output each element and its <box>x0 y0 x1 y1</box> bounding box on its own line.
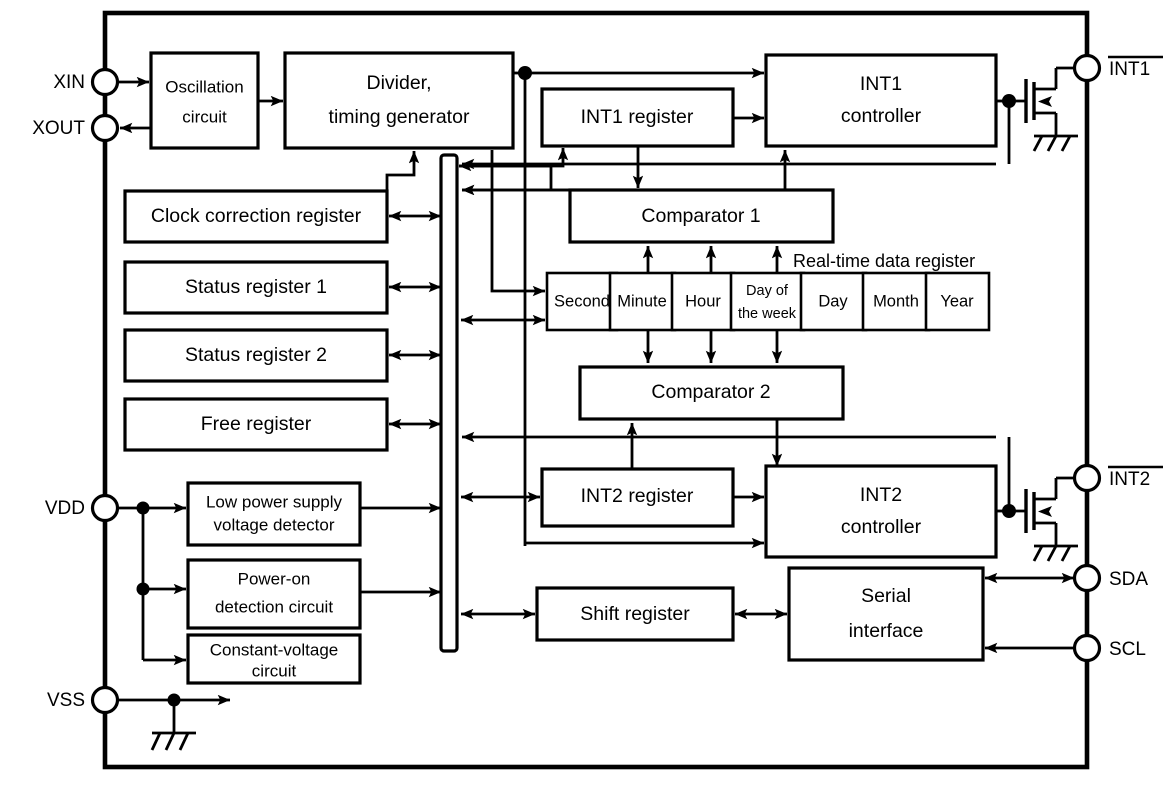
pin-vdd-label: VDD <box>45 498 85 519</box>
block-oscillation-circuit[interactable]: Oscillation circuit <box>149 51 260 150</box>
pin-int2[interactable]: INT2 <box>1072 463 1164 493</box>
block-oscillation-line2: circuit <box>182 107 227 126</box>
block-serial-interface[interactable]: Serial interface <box>787 566 985 662</box>
block-status-register-1[interactable]: Status register 1 <box>123 260 389 315</box>
pin-int1-label: INT1 <box>1109 59 1150 80</box>
block-int1-controller[interactable]: INT1 controller <box>764 53 998 148</box>
block-divider-timing-generator[interactable]: Divider, timing generator <box>283 51 515 150</box>
block-divider-line2: timing generator <box>329 106 470 128</box>
block-int2-controller-line1: INT2 <box>860 484 902 506</box>
cell-day-of-week-line1: Day of <box>746 283 789 299</box>
pin-xin[interactable]: XIN <box>53 67 120 97</box>
pin-vdd[interactable]: VDD <box>45 493 120 523</box>
block-constv-line1: Constant-voltage <box>210 640 339 659</box>
block-serial-line1: Serial <box>861 585 911 607</box>
block-constant-voltage-circuit[interactable]: Constant-voltage circuit <box>186 633 362 685</box>
wire-divider-to-rtreg <box>490 150 546 297</box>
block-int1-register-label: INT1 register <box>581 106 694 128</box>
pin-scl-label: SCL <box>1109 639 1146 660</box>
pin-xout[interactable]: XOUT <box>32 113 120 143</box>
block-poweron-line1: Power-on <box>238 569 311 588</box>
block-power-on-detection-circuit[interactable]: Power-on detection circuit <box>186 558 362 630</box>
ground-symbol-vss <box>150 731 196 751</box>
pin-sda-label: SDA <box>1109 569 1148 590</box>
block-int2-register-label: INT2 register <box>581 485 694 507</box>
wire-int1-fb-to-bus <box>459 166 553 191</box>
cell-day-label: Day <box>818 292 848 310</box>
block-constv-line2: circuit <box>252 661 297 680</box>
block-int1-controller-line1: INT1 <box>860 73 902 95</box>
cell-second[interactable] <box>545 271 619 332</box>
cell-year[interactable] <box>924 271 991 332</box>
block-int2-register[interactable]: INT2 register <box>540 467 735 528</box>
block-free-register-label: Free register <box>201 413 312 435</box>
block-int1-register[interactable]: INT1 register <box>540 87 735 148</box>
block-clock-correction-label: Clock correction register <box>151 205 362 227</box>
block-serial-line2: interface <box>849 620 924 642</box>
block-shift-register-label: Shift register <box>580 603 690 625</box>
block-divider-line1: Divider, <box>366 72 431 94</box>
pin-vss[interactable]: VSS <box>47 685 120 715</box>
cell-minute[interactable] <box>608 271 677 332</box>
cell-hour[interactable] <box>670 271 736 332</box>
pin-int2-label: INT2 <box>1109 469 1150 490</box>
block-comparator2-label: Comparator 2 <box>651 381 770 403</box>
block-comparator1-label: Comparator 1 <box>641 205 760 227</box>
cell-year-label: Year <box>940 292 974 310</box>
block-clock-correction-register[interactable]: Clock correction register <box>123 189 389 244</box>
cell-hour-label: Hour <box>685 292 721 310</box>
block-status-register-2[interactable]: Status register 2 <box>123 328 389 383</box>
block-shift-register[interactable]: Shift register <box>535 586 735 642</box>
pin-sda[interactable]: SDA <box>1072 563 1149 593</box>
cell-month[interactable] <box>861 271 931 332</box>
real-time-data-register[interactable]: Second Minute Hour Day of the week Day M… <box>545 271 991 332</box>
real-time-data-register-caption: Real-time data register <box>793 251 975 271</box>
block-int1-controller-line2: controller <box>841 105 922 127</box>
cell-minute-label: Minute <box>617 292 667 310</box>
internal-data-bus <box>439 153 459 653</box>
cell-day-of-week-line2: the week <box>738 306 797 322</box>
transistor-int2-open-drain <box>1009 476 1075 546</box>
pin-xout-label: XOUT <box>32 118 85 139</box>
ground-symbol-int2 <box>1032 544 1078 562</box>
block-free-register[interactable]: Free register <box>123 397 389 452</box>
pin-xin-label: XIN <box>53 72 85 93</box>
block-status2-label: Status register 2 <box>185 344 327 366</box>
wire-clockcorr-to-divider <box>385 150 420 191</box>
block-comparator-1[interactable]: Comparator 1 <box>568 188 835 244</box>
block-comparator-2[interactable]: Comparator 2 <box>578 365 845 421</box>
cell-second-label: Second <box>554 292 610 310</box>
ground-symbol-int1 <box>1032 134 1078 152</box>
block-low-power-supply-voltage-detector[interactable]: Low power supply voltage detector <box>186 481 362 547</box>
block-lpsvd-line1: Low power supply <box>206 492 343 511</box>
cell-month-label: Month <box>873 292 919 310</box>
block-lpsvd-line2: voltage detector <box>214 515 335 534</box>
pin-int1[interactable]: INT1 <box>1072 53 1164 83</box>
block-oscillation-line1: Oscillation <box>165 77 243 96</box>
block-poweron-line2: detection circuit <box>215 597 333 616</box>
pin-scl[interactable]: SCL <box>1072 633 1146 663</box>
block-int2-controller-line2: controller <box>841 516 922 538</box>
pin-vss-label: VSS <box>47 690 85 711</box>
block-int2-controller[interactable]: INT2 controller <box>764 464 998 559</box>
block-status1-label: Status register 1 <box>185 276 327 298</box>
transistor-int1-open-drain <box>1009 66 1075 136</box>
